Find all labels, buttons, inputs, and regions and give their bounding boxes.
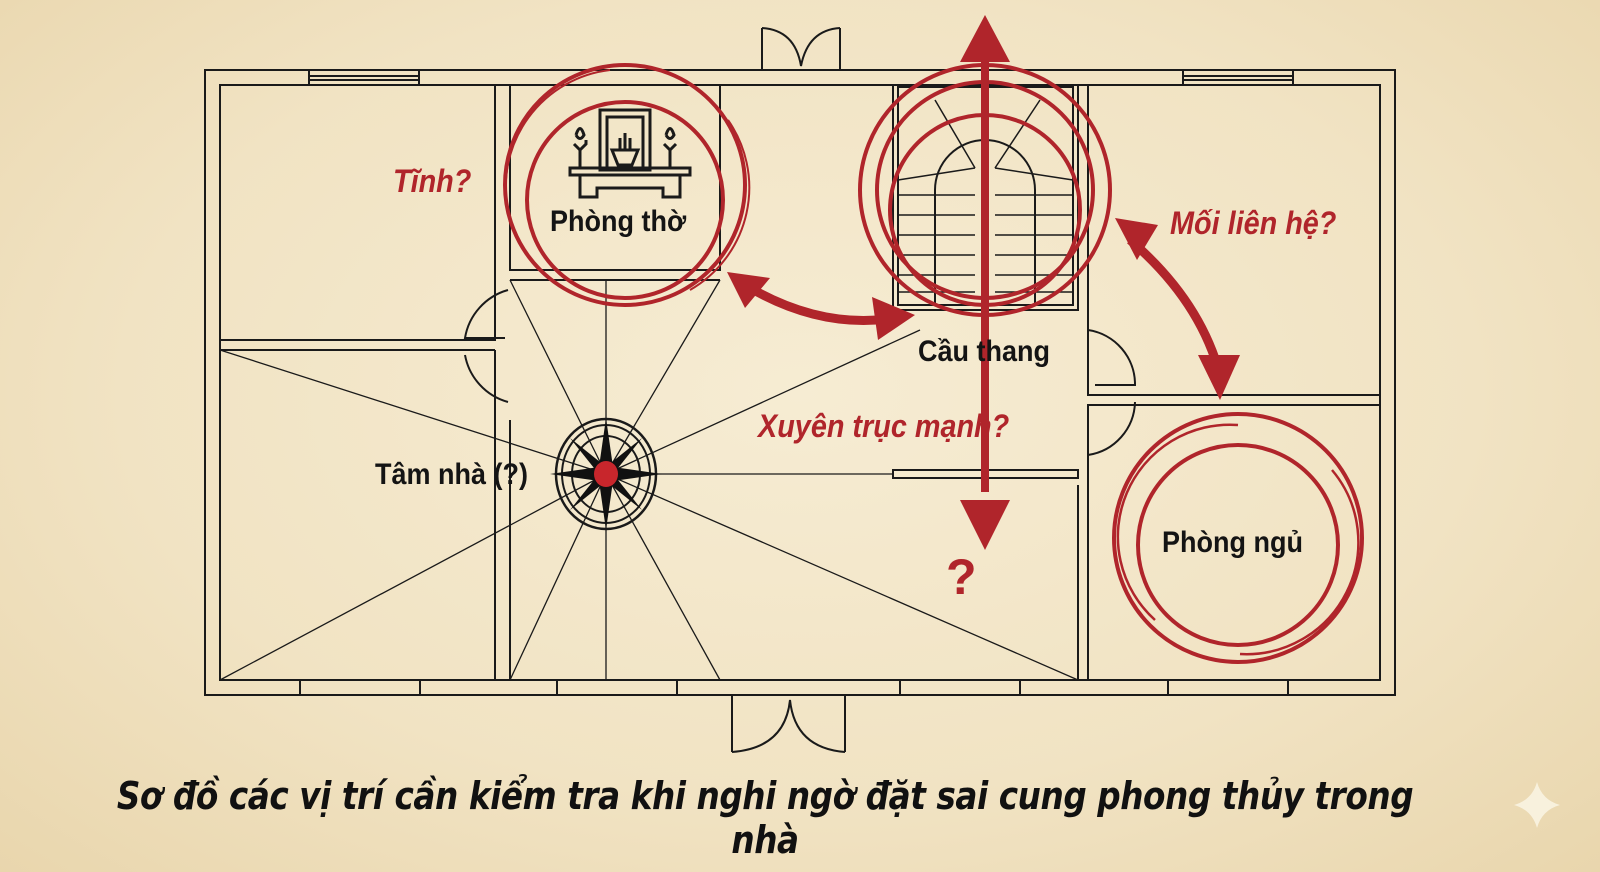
calm-annotation: Tĩnh? [393,163,472,199]
altar-room-label: Phòng thờ [550,205,687,238]
house-center-label: Tâm nhà (?) [375,458,528,491]
bottom-door [731,695,846,753]
altar-stair-arrow [727,272,915,340]
bedroom-highlight [1112,412,1364,664]
sparkle-icon [1514,782,1560,828]
altar-icon [568,108,692,199]
altar-highlight [503,63,751,307]
top-windows [308,69,1294,86]
top-door [761,27,841,70]
relationship-annotation: Mối liên hệ? [1170,205,1337,241]
vertical-axis-arrow [960,15,1010,550]
diagram-caption: Sơ đồ các vị trí cần kiểm tra khi nghi n… [116,774,1414,862]
staircase-label: Cầu thang [918,335,1051,368]
bedroom-label: Phòng ngủ [1162,526,1303,559]
unknown-question-mark: ? [946,549,977,605]
bottom-windows [299,679,1289,696]
outer-wall [204,69,1396,696]
stair-bedroom-arrow [1115,218,1240,400]
strong-axis-annotation: Xuyên trục mạnh? [758,408,1010,444]
